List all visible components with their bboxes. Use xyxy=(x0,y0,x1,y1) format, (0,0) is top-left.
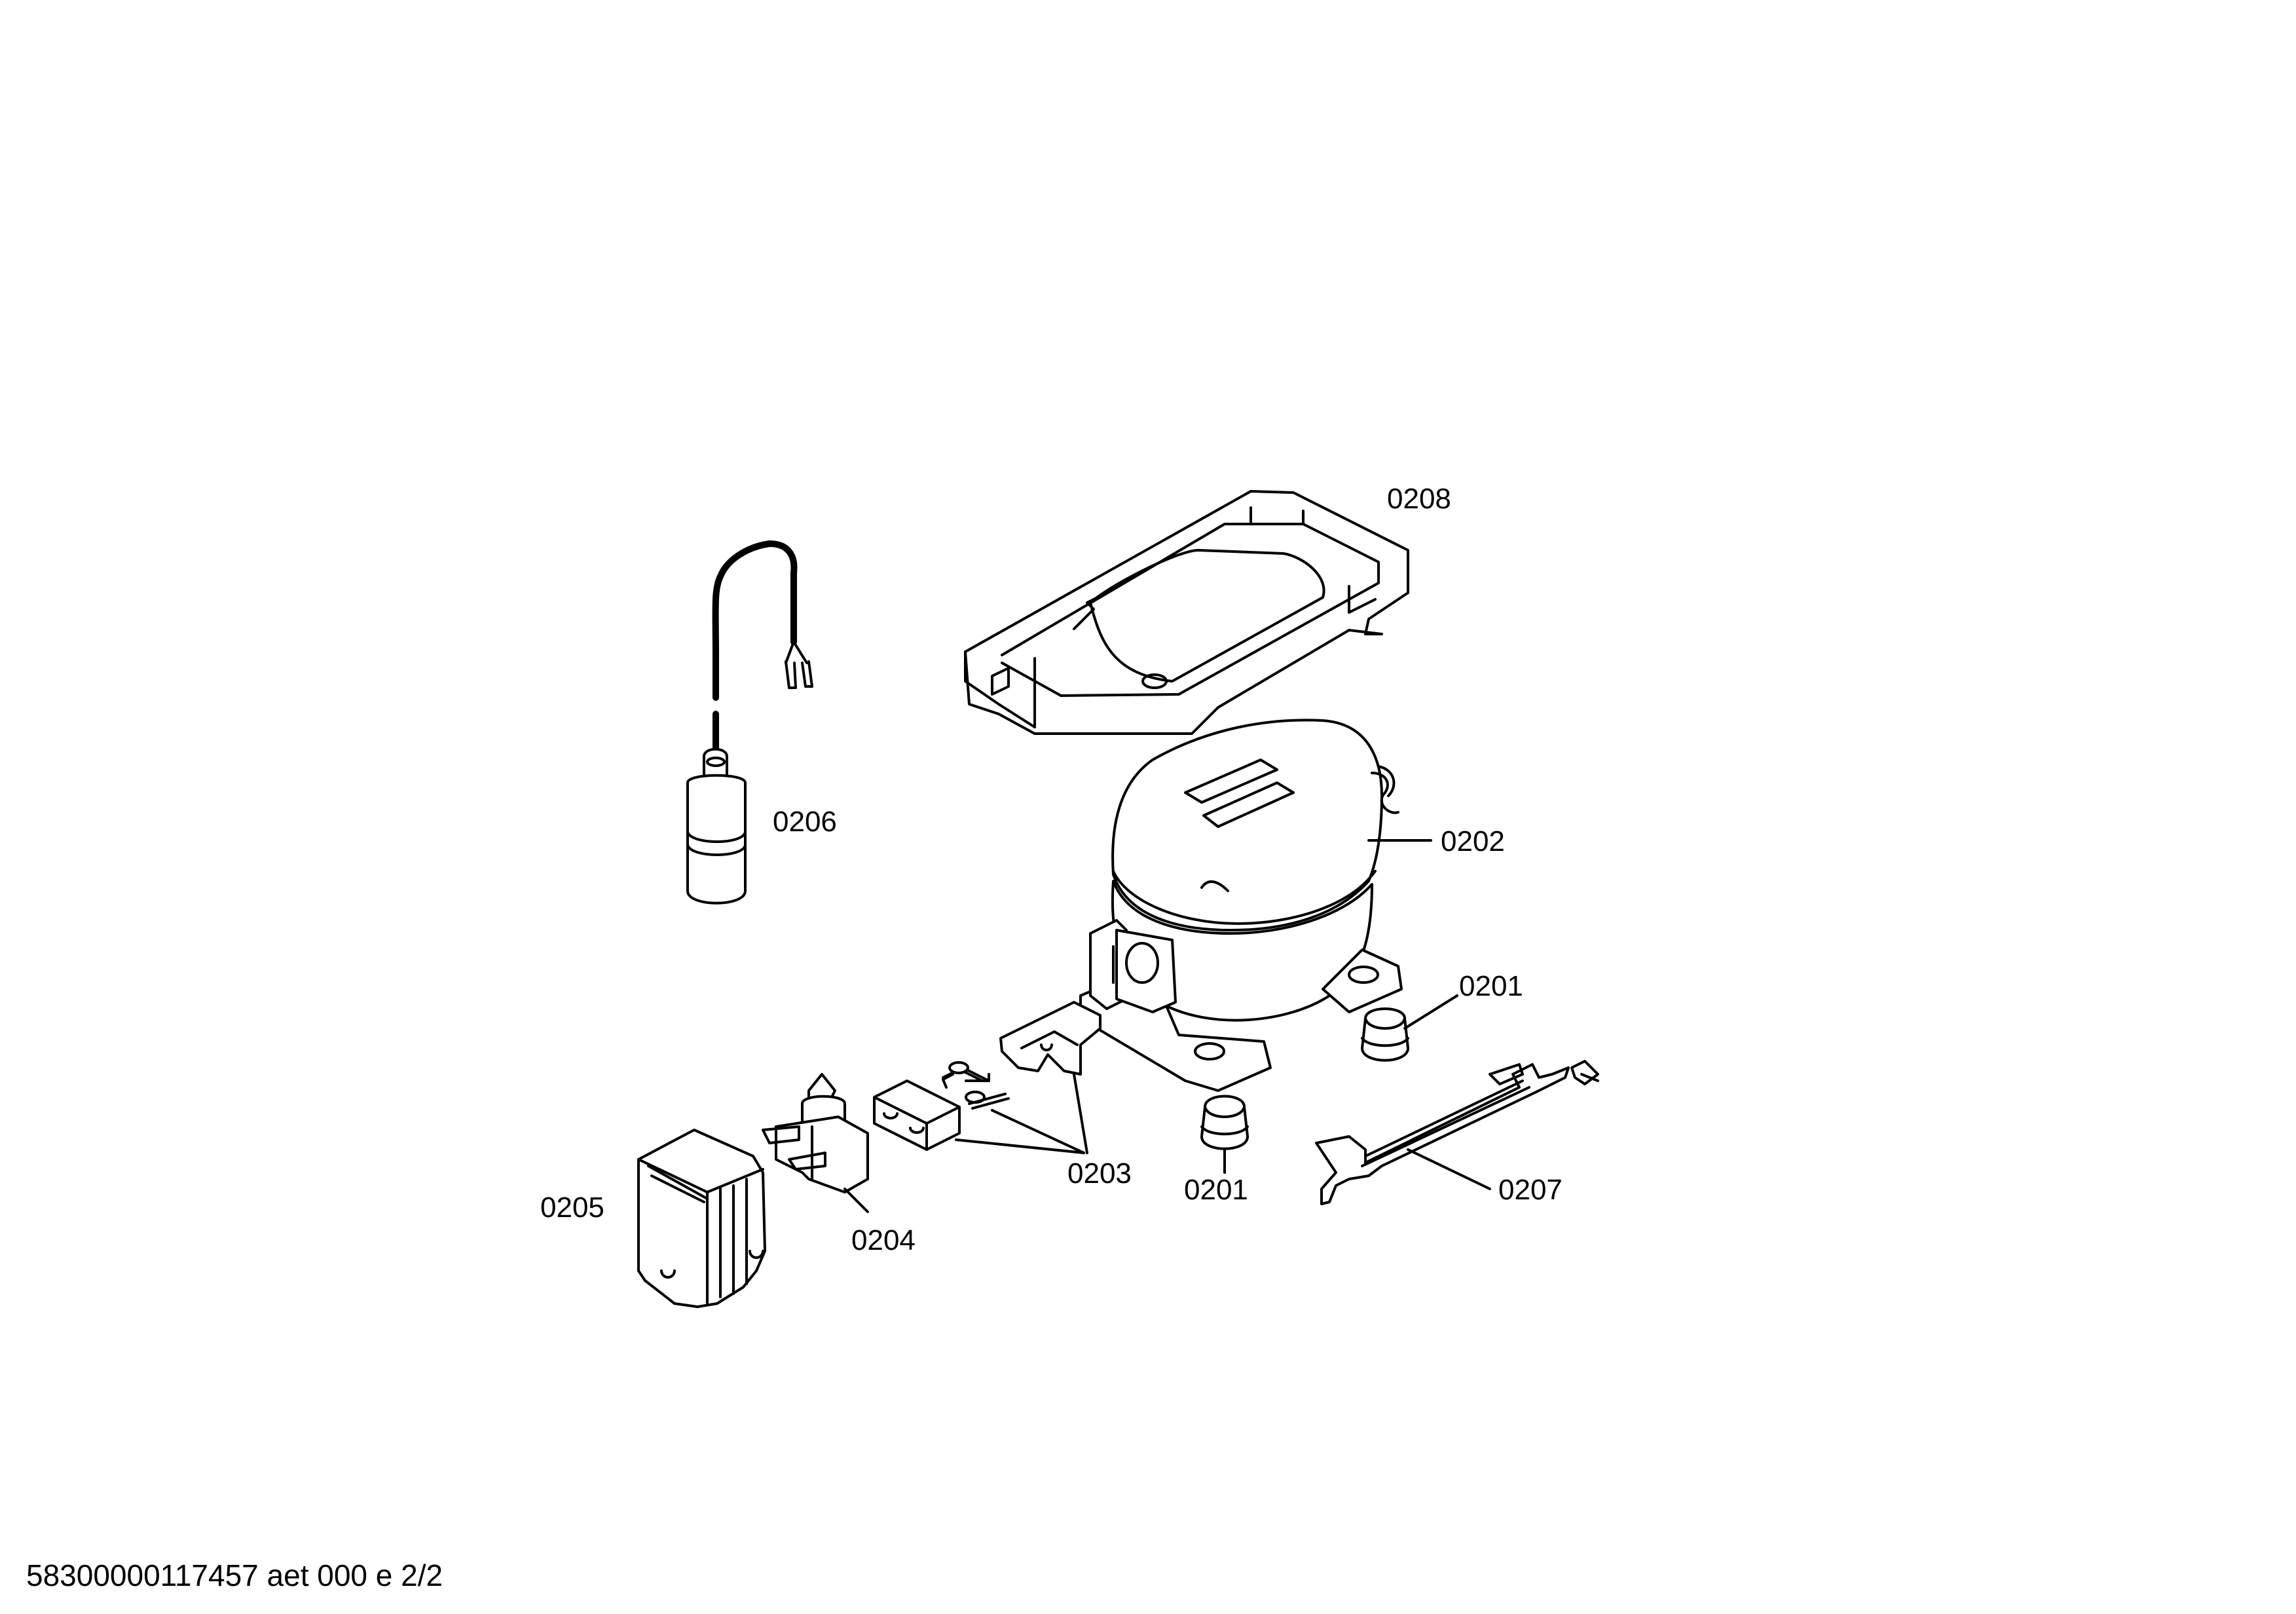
part-0204-relay xyxy=(762,1073,869,1193)
part-0208-drip-tray xyxy=(964,490,1409,735)
part-0203-mounting-kit xyxy=(873,1001,1102,1151)
callout-0204: 0204 xyxy=(851,1224,916,1256)
part-0201-grommet-lower xyxy=(1200,1095,1249,1150)
leader-0203 xyxy=(955,1073,1088,1154)
leader-0204 xyxy=(843,1188,869,1213)
part-0202-compressor xyxy=(1079,719,1403,1092)
leader-0201-right xyxy=(1403,994,1458,1030)
leader-0207 xyxy=(1407,1148,1491,1190)
callout-0208: 0208 xyxy=(1387,483,1451,515)
callout-0205: 0205 xyxy=(540,1192,604,1224)
callout-0206: 0206 xyxy=(773,806,837,838)
callout-0201-right: 0201 xyxy=(1459,970,1523,1002)
callout-0207: 0207 xyxy=(1498,1174,1563,1206)
part-0205-relay-cover xyxy=(637,1129,766,1308)
part-0206-capacitor xyxy=(686,540,813,905)
drawing-reference-footer: 58300000117457 aet 000 e 2/2 xyxy=(26,1558,443,1592)
callout-0203: 0203 xyxy=(1067,1157,1132,1190)
callout-0201-lower: 0201 xyxy=(1184,1174,1248,1206)
part-0207-rail xyxy=(1315,1060,1599,1205)
callout-0202: 0202 xyxy=(1441,825,1505,857)
part-0201-grommet-right xyxy=(1361,1007,1409,1062)
